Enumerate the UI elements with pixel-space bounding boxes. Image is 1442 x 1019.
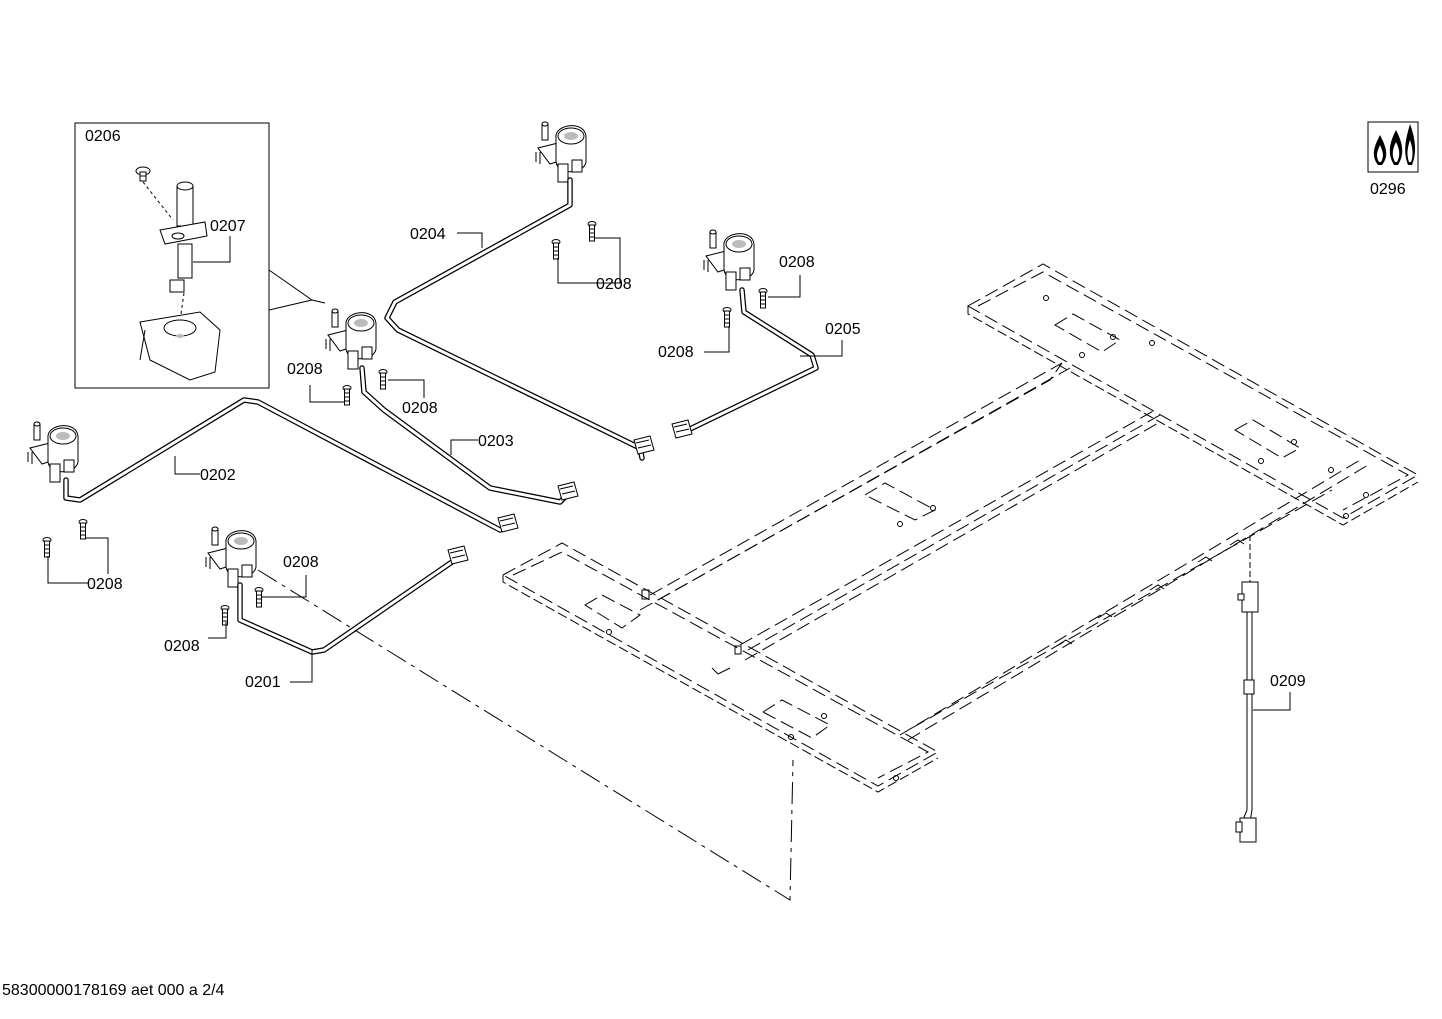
label-0208-right-lower: 0208 [658,344,694,361]
document-reference-footer: 58300000178169 aet 000 a 2/4 [2,982,225,999]
label-0208-left: 0208 [87,576,123,593]
wiring-0209 [1235,535,1259,843]
part-labels: 0206 0207 0204 0208 0208 0208 0205 0208 … [85,128,1406,691]
burner-housing-fragment [139,311,221,381]
label-0205: 0205 [825,321,861,338]
label-0207: 0207 [210,218,246,235]
label-0202: 0202 [200,467,236,484]
detail-inset [74,122,326,389]
valve-0204 [535,121,587,183]
screw-0206 [135,166,151,182]
valve-0202 [27,421,79,483]
label-0208-center-left: 0208 [287,361,323,378]
valve-0203 [325,308,377,370]
gas-flames-icon [1367,121,1419,173]
label-0204: 0204 [410,226,446,243]
label-0208-top: 0208 [596,276,632,293]
label-0201: 0201 [245,674,281,691]
label-0206: 0206 [85,128,121,145]
label-0296: 0296 [1370,181,1406,198]
label-0208-right-upper: 0208 [779,254,815,271]
label-0203: 0203 [478,433,514,450]
valve-0205 [703,229,755,291]
label-0209: 0209 [1270,673,1306,690]
valve-0201 [205,526,257,588]
label-0208-bottom-right: 0208 [283,554,319,571]
label-0208-bottom-left: 0208 [164,638,200,655]
igniter-0207 [159,181,208,293]
leader-lines [47,232,1291,711]
label-0208-center-right: 0208 [402,400,438,417]
gas-pipes [63,177,819,655]
burner-frame [257,263,1420,901]
